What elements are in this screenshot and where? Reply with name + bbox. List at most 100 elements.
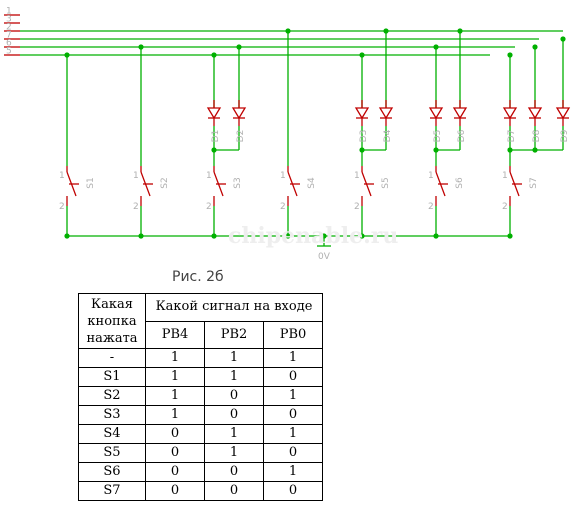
junction-node [433,147,439,153]
row-value-cell: 0 [204,386,264,406]
junction-node [560,36,566,42]
junction-node [507,147,513,153]
truth-table: Какая кнопка нажата Какой сигнал на вход… [78,293,323,501]
switch-pin-label: 1 [133,171,139,181]
row-value-cell: 1 [145,386,205,406]
row-value-cell: 0 [263,405,323,425]
diode-label: D8 [532,129,542,142]
row-value-cell: 0 [145,462,205,482]
row-button-cell: S6 [78,462,146,482]
diode-label: D7 [507,130,517,143]
row-value-cell: 0 [263,443,323,463]
switch-pin-label: 2 [133,202,139,212]
diode-symbol [555,107,571,120]
row-button-cell: S2 [78,386,146,406]
switch-pin-label: 1 [502,171,508,181]
row-value-cell: 1 [145,348,205,368]
switch-pin-label: 2 [428,202,434,212]
diode-label: D3 [359,130,369,143]
switch-label: S2 [160,177,170,188]
junction-node [532,44,538,50]
row-button-cell: S7 [78,481,146,501]
junction-node [433,44,439,50]
row-value-cell: 1 [263,386,323,406]
row-value-cell: 1 [263,348,323,368]
row-value-cell: 1 [204,424,264,444]
junction-node [211,52,217,58]
junction-node [236,44,242,50]
ground-label: 0V [318,252,331,262]
row-value-cell: 1 [145,405,205,425]
column-header: PB4 [145,320,205,349]
port-label: 7 [6,31,12,41]
row-value-cell: 0 [263,481,323,501]
junction-node [507,52,513,58]
switch-pin-label: 1 [280,171,286,181]
watermark: chipenable.ru [228,223,398,249]
diode-label: D4 [383,129,393,142]
switch-pin-label: 1 [354,171,360,181]
junction-node [359,147,365,153]
row-button-cell: - [78,348,146,368]
diode-symbol [527,107,543,120]
junction-node [532,147,538,153]
diode-symbol [378,107,394,120]
diode-symbol [231,107,247,120]
switch-pin-label: 1 [428,171,434,181]
junction-node [64,52,70,58]
table-subheader-row: PB4 PB2 PB0 [79,320,323,349]
port-label: 2 [6,23,12,33]
column-header: PB2 [204,320,264,349]
switch-pin-label: 1 [206,171,212,181]
diode-label: D2 [236,130,246,143]
switch-label: S1 [86,177,96,188]
junction-node [359,52,365,58]
switch-pin-label: 2 [206,202,212,212]
components [66,100,571,247]
switch-label: S6 [455,177,465,189]
row-value-cell: 0 [145,443,205,463]
junction-node [321,233,327,239]
switch-pin-label: 2 [354,202,360,212]
junction-node [383,28,389,34]
switch-label: S7 [529,177,539,188]
row-button-cell: S1 [78,367,146,387]
port-label: 5 [6,47,12,57]
diode-symbol [206,107,222,120]
wires [4,14,566,246]
diode-symbol [502,107,518,120]
junction-node [211,147,217,153]
row-value-cell: 1 [204,348,264,368]
switch-pin-label: 2 [59,202,65,212]
row-value-cell: 1 [145,367,205,387]
switch-pin-label: 2 [280,202,286,212]
row-value-cell: 0 [204,405,264,425]
diode-label: D5 [433,130,443,143]
port-label: 3 [6,15,12,25]
row-button-cell: S4 [78,424,146,444]
row-button-cell: S5 [78,443,146,463]
row-value-cell: 0 [204,481,264,501]
row-value-cell: 1 [204,443,264,463]
switch-label: S5 [381,177,391,188]
row-value-cell: 0 [263,367,323,387]
table-header-row: Какая кнопка нажата Какой сигнал на вход… [78,293,323,349]
row-value-cell: 0 [145,481,205,501]
diode-label: D9 [560,129,570,142]
diode-symbol [428,107,444,120]
junction-node [285,28,291,34]
row-button-cell: S3 [78,405,146,425]
figure-caption: Рис. 2б [172,269,224,285]
switch-label: S3 [233,177,243,188]
diode-label: D6 [457,129,467,142]
port-label: 6 [6,39,12,49]
